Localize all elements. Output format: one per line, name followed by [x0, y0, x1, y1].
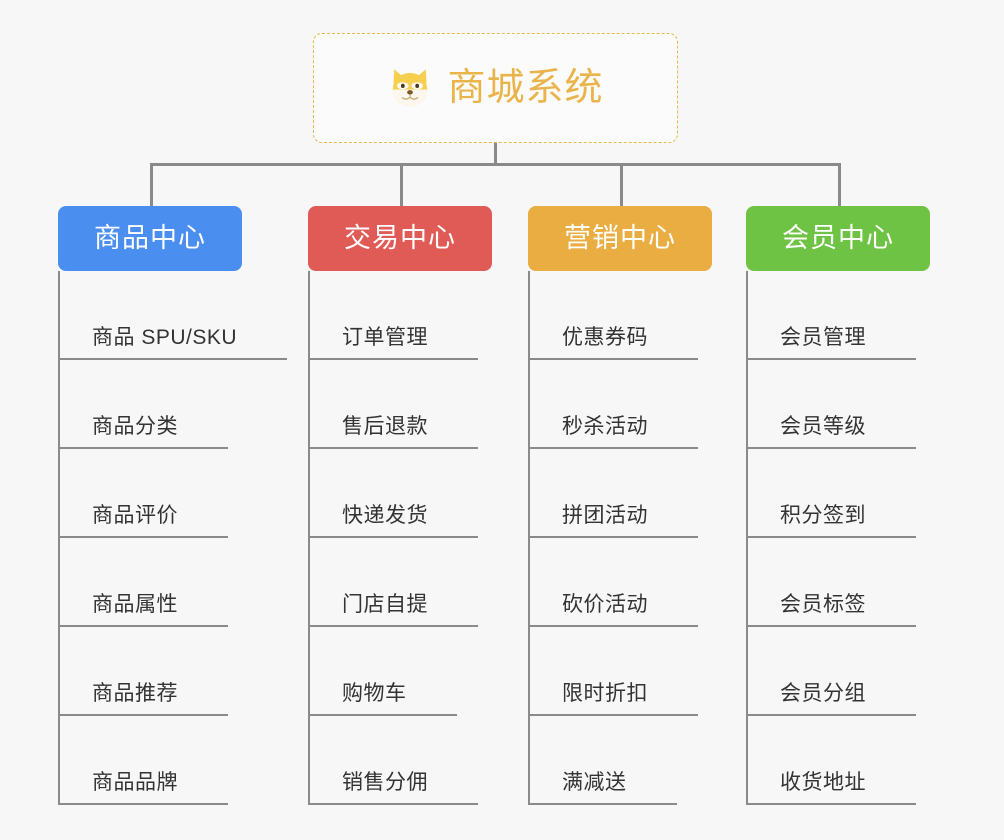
- list-item[interactable]: 快递发货: [308, 449, 478, 538]
- leaf-label: 商品 SPU/SKU: [92, 326, 238, 349]
- list-item[interactable]: 商品属性: [58, 538, 228, 627]
- root-title: 商城系统: [447, 67, 604, 109]
- list-item[interactable]: 收货地址: [746, 716, 916, 805]
- list-item[interactable]: 限时折扣: [528, 627, 698, 716]
- list-item[interactable]: 商品品牌: [58, 716, 228, 805]
- leaf-label: 会员等级: [780, 415, 866, 438]
- leaf-label: 商品品牌: [92, 771, 178, 794]
- leaf-list-member-center: 会员管理 会员等级 积分签到 会员标签 会员分组 收货地址: [746, 271, 916, 805]
- leaf-label: 秒杀活动: [562, 415, 648, 438]
- list-item[interactable]: 商品推荐: [58, 627, 228, 716]
- list-item[interactable]: 会员等级: [746, 360, 916, 449]
- leaf-label: 限时折扣: [562, 682, 648, 705]
- leaf-label: 满减送: [562, 771, 627, 794]
- leaf-label: 优惠券码: [562, 326, 648, 349]
- root-node[interactable]: 商城系统: [313, 33, 678, 143]
- list-item[interactable]: 秒杀活动: [528, 360, 698, 449]
- leaf-spine: [746, 271, 748, 805]
- list-item[interactable]: 满减送: [528, 716, 677, 805]
- list-item[interactable]: 优惠券码: [528, 271, 698, 360]
- leaf-label: 售后退款: [342, 415, 428, 438]
- dog-face-icon: [393, 69, 428, 106]
- category-box-product-center[interactable]: 商品中心: [58, 206, 242, 271]
- leaf-spine: [308, 271, 310, 805]
- leaf-label: 商品推荐: [92, 682, 178, 705]
- horizontal-bus-connector: [150, 163, 838, 166]
- branch-drop-connector: [400, 163, 403, 206]
- list-item[interactable]: 商品 SPU/SKU: [58, 271, 287, 360]
- leaf-label: 商品属性: [92, 593, 178, 616]
- list-item[interactable]: 积分签到: [746, 449, 916, 538]
- list-item[interactable]: 拼团活动: [528, 449, 698, 538]
- branch-drop-connector: [620, 163, 623, 206]
- list-item[interactable]: 售后退款: [308, 360, 478, 449]
- leaf-label: 购物车: [342, 682, 407, 705]
- list-item[interactable]: 销售分佣: [308, 716, 478, 805]
- leaf-label: 销售分佣: [342, 771, 428, 794]
- leaf-list-product-center: 商品 SPU/SKU 商品分类 商品评价 商品属性 商品推荐 商品品牌: [58, 271, 287, 805]
- list-item[interactable]: 购物车: [308, 627, 457, 716]
- branch-drop-connector: [838, 163, 841, 206]
- category-box-trade-center[interactable]: 交易中心: [308, 206, 492, 271]
- leaf-label: 门店自提: [342, 593, 428, 616]
- branch-drop-connector: [150, 163, 153, 206]
- category-label: 营销中心: [564, 223, 676, 253]
- list-item[interactable]: 商品评价: [58, 449, 228, 538]
- list-item[interactable]: 商品分类: [58, 360, 228, 449]
- leaf-label: 快递发货: [342, 504, 428, 527]
- category-label: 会员中心: [782, 223, 894, 253]
- leaf-spine: [58, 271, 60, 805]
- leaf-list-trade-center: 订单管理 售后退款 快递发货 门店自提 购物车 销售分佣: [308, 271, 478, 805]
- leaf-label: 积分签到: [780, 504, 866, 527]
- category-label: 商品中心: [94, 223, 206, 253]
- leaf-label: 会员管理: [780, 326, 866, 349]
- leaf-label: 收货地址: [780, 771, 866, 794]
- list-item[interactable]: 会员分组: [746, 627, 916, 716]
- list-item[interactable]: 砍价活动: [528, 538, 698, 627]
- root-stem-connector: [494, 143, 497, 164]
- leaf-list-marketing-center: 优惠券码 秒杀活动 拼团活动 砍价活动 限时折扣 满减送: [528, 271, 698, 805]
- list-item[interactable]: 会员管理: [746, 271, 916, 360]
- leaf-label: 会员标签: [780, 593, 866, 616]
- leaf-label: 拼团活动: [562, 504, 648, 527]
- leaf-label: 商品评价: [92, 504, 178, 527]
- leaf-spine: [528, 271, 530, 805]
- category-label: 交易中心: [344, 223, 456, 253]
- leaf-label: 订单管理: [342, 326, 428, 349]
- list-item[interactable]: 门店自提: [308, 538, 478, 627]
- list-item[interactable]: 会员标签: [746, 538, 916, 627]
- leaf-label: 商品分类: [92, 415, 178, 438]
- leaf-label: 会员分组: [780, 682, 866, 705]
- leaf-label: 砍价活动: [562, 593, 648, 616]
- list-item[interactable]: 订单管理: [308, 271, 478, 360]
- category-box-member-center[interactable]: 会员中心: [746, 206, 930, 271]
- category-box-marketing-center[interactable]: 营销中心: [528, 206, 712, 271]
